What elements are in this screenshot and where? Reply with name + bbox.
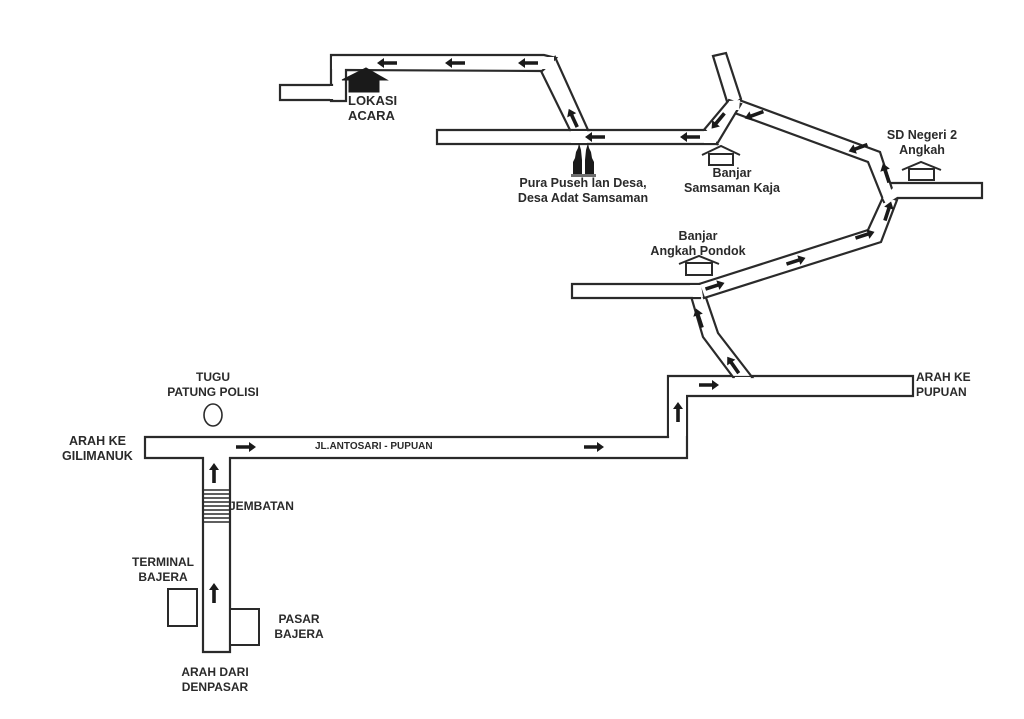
arrow-icon (377, 58, 397, 68)
house-filled-icon (341, 67, 389, 93)
house-outline-icon (701, 144, 741, 166)
arrow-icon (693, 308, 704, 329)
arrow-icon (854, 229, 875, 240)
arrow-icon (680, 132, 700, 142)
label-lokasi-acara: LOKASI ACARA (348, 93, 398, 123)
label-tugu: TUGU PATUNG POLISI (167, 370, 259, 399)
label-arah-pupuan: ARAH KE PUPUAN (916, 370, 971, 399)
arrow-icon (727, 356, 741, 375)
arrow-icon (883, 201, 894, 222)
arrow-icon (585, 132, 605, 142)
arrow-icon (744, 109, 765, 121)
arrow-icon (518, 58, 538, 68)
label-banjar-angkah: Banjar Angkah Pondok (650, 229, 746, 258)
road-name-label: JL.ANTOSARI - PUPUAN (315, 441, 433, 452)
branch-road-angkah (686, 284, 755, 379)
label-arah-denpasar: ARAH DARI DENPASAR (181, 665, 249, 694)
direction-arrows (209, 58, 894, 603)
temple-gate-icon (571, 143, 596, 177)
arrow-icon (236, 442, 256, 452)
arrow-icon (704, 280, 725, 291)
arrow-icon (711, 112, 726, 129)
west-stub (278, 83, 334, 102)
label-arah-gilimanuk: ARAH KE GILIMANUK (62, 434, 133, 463)
label-pura: Pura Puseh lan Desa, Desa Adat Samsaman (517, 176, 649, 205)
label-sd-negeri: SD Negeri 2 Angkah (886, 128, 958, 157)
arrow-icon (673, 402, 683, 422)
terminal-building (167, 588, 198, 627)
main-road (143, 374, 915, 654)
label-banjar-samsaman: Banjar Samsaman Kaja (684, 166, 780, 195)
arrow-icon (209, 463, 219, 483)
arrow-icon (699, 380, 719, 390)
arrow-icon (584, 442, 604, 452)
label-jembatan: JEMBATAN (229, 499, 294, 513)
arrow-icon (209, 583, 219, 603)
circle-monument-icon (203, 403, 223, 427)
arrow-icon (445, 58, 465, 68)
side-road-sd-negeri (888, 181, 984, 200)
house-outline-icon (678, 254, 720, 276)
arrow-icon (785, 255, 806, 266)
label-pasar: PASAR BAJERA (274, 612, 324, 641)
label-terminal: TERMINAL BAJERA (132, 555, 194, 584)
side-road-angkah-pondok (570, 282, 702, 300)
arrow-icon (567, 108, 579, 128)
top-road (329, 53, 559, 103)
arrow-icon (848, 142, 869, 154)
house-outline-icon (901, 160, 942, 181)
north-spur (711, 51, 743, 110)
arrow-icon (880, 163, 891, 184)
bridge-stripes-icon (204, 489, 229, 523)
market-building (229, 608, 260, 646)
